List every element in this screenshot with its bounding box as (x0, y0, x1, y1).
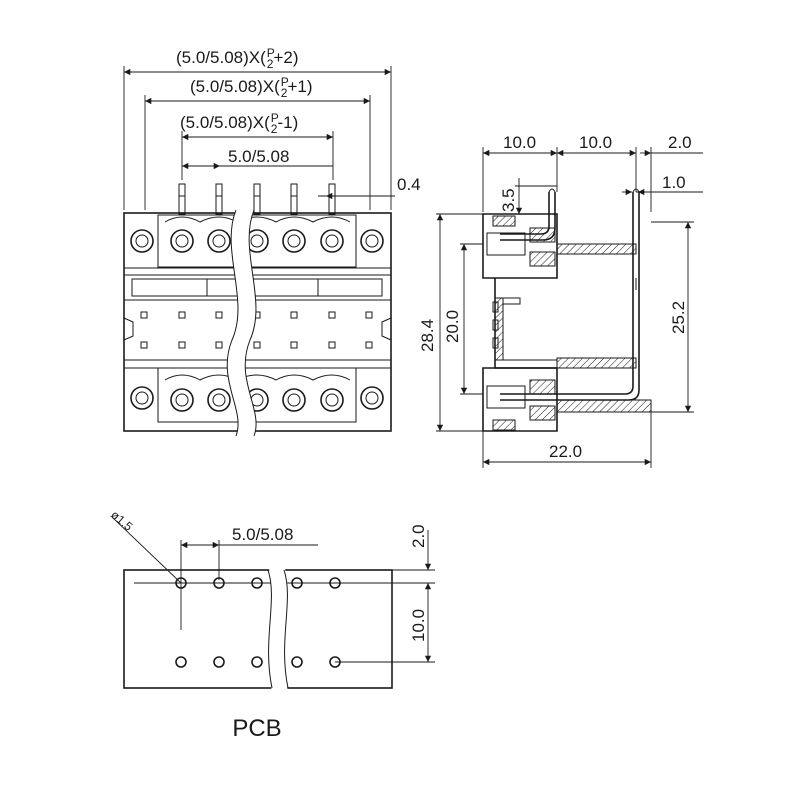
dim-height-inner: 20.0 (443, 310, 462, 343)
pcb-hole (329, 656, 341, 668)
dim-inner-frac-den: 2 (271, 122, 278, 136)
front-body (123, 209, 392, 437)
pin (290, 183, 298, 215)
dim-side-a: 10.0 (503, 133, 536, 152)
dim-side-b: 10.0 (579, 133, 612, 152)
top-pins (178, 183, 336, 215)
pcb-hole (213, 577, 225, 589)
pcb-view: ø1.5 5.0/5.08 2.0 10.0 (108, 508, 435, 742)
pcb-hole (175, 656, 187, 668)
dim-pcb-offset: 2.0 (409, 524, 428, 548)
dim-inner-suffix: -1) (277, 113, 298, 132)
pcb-holes (175, 577, 341, 668)
pcb-hole (251, 577, 263, 589)
dim-hole-diameter: ø1.5 (108, 508, 136, 534)
pcb-hole (175, 577, 187, 589)
break-line (227, 210, 257, 436)
pcb-hole (251, 656, 263, 668)
dim-overall-frac-num: P (267, 46, 275, 60)
pcb-label: PCB (232, 715, 281, 742)
pin (328, 183, 336, 215)
screw-terminals-lower (164, 374, 351, 412)
dim-side-c: 2.0 (668, 133, 692, 152)
pcb-hole (291, 577, 303, 589)
side-dimensions-bottom: 22.0 (482, 412, 652, 468)
dim-height-right: 25.2 (669, 301, 688, 334)
dim-side-e: 3.5 (499, 188, 518, 212)
contact-squares (140, 311, 373, 349)
dim-overall-suffix: +2) (273, 48, 298, 67)
pin (253, 183, 261, 215)
dim-side-d: 1.0 (662, 173, 686, 192)
pcb-board (123, 565, 393, 692)
pcb-hole (291, 656, 303, 668)
dim-mid-frac-num: P (281, 75, 289, 89)
dim-inner-prefix: (5.0/5.08)X( (180, 113, 270, 132)
dim-mid-prefix: (5.0/5.08)X( (190, 77, 280, 96)
side-dimensions-top: 10.0 10.0 2.0 1.0 3.5 (482, 133, 703, 215)
dim-height-total: 28.4 (418, 319, 437, 352)
dim-overall-prefix: (5.0/5.08)X( (176, 48, 266, 67)
screw-terminals-upper (164, 216, 351, 253)
dim-pitch-front: 5.0/5.08 (228, 147, 289, 166)
side-body (482, 188, 652, 432)
pin (178, 183, 186, 215)
dim-depth: 22.0 (549, 442, 582, 461)
side-view: 10.0 10.0 2.0 1.0 3.5 28.4 20.0 (418, 133, 703, 468)
mounting-holes (130, 229, 384, 410)
side-dimensions-right: 25.2 (651, 221, 694, 413)
pcb-hole (213, 656, 225, 668)
pcb-hole (329, 577, 341, 589)
dim-mid-suffix: +1) (287, 77, 312, 96)
side-dimensions-left: 28.4 20.0 (418, 213, 483, 432)
dim-pcb-row-spacing: 10.0 (409, 609, 428, 642)
pin (215, 183, 223, 215)
dim-pcb-pitch: 5.0/5.08 (232, 525, 293, 544)
dim-pin-thickness: 0.4 (397, 175, 421, 194)
dim-inner-frac-num: P (271, 111, 279, 125)
dim-overall-frac-den: 2 (267, 57, 274, 71)
dim-mid-frac-den: 2 (281, 86, 288, 100)
